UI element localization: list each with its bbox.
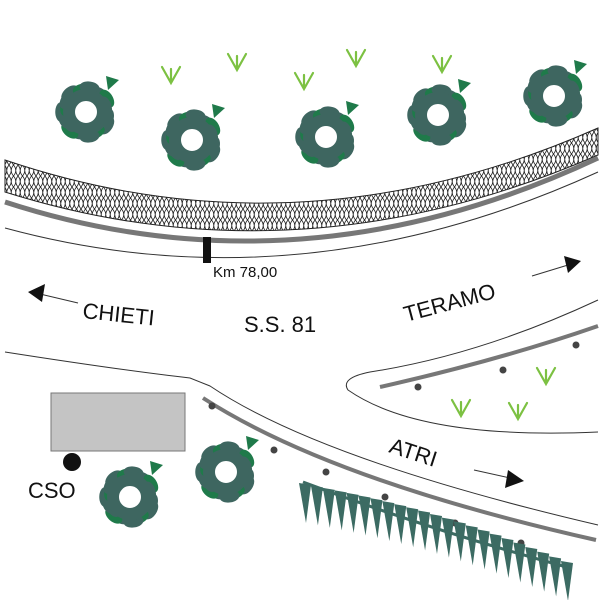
tree-icon [99,461,163,528]
tree-icon [55,76,119,143]
hedge-spike [549,556,562,597]
hedge-spike [310,485,323,526]
tree-icon [295,101,359,168]
arrow-right-atri [473,469,524,488]
hedge-spike [334,490,347,531]
building [50,392,186,452]
grass-icon [450,398,472,419]
hedge-spike [370,498,383,539]
direction-label-teramo: TERAMO [401,278,498,327]
guardrail-posts-island [414,341,580,391]
hedge-spike [561,561,573,600]
hedge-spike [299,483,311,523]
guardrail-island [379,324,599,389]
guardrail-atri [201,396,597,542]
direction-label-atri: ATRI [386,433,440,472]
grass-icon [293,71,315,92]
grass-icon [535,366,557,387]
tree-icon [523,60,587,127]
tree-icon [407,79,471,146]
direction-label-chieti: CHIETI [81,298,155,330]
grass-icon [507,401,529,422]
road-edge-top [4,171,599,259]
hedge-spike [501,538,514,579]
hedge [299,480,573,600]
cso-label: CSO [28,478,76,503]
hedge-spike [394,504,407,545]
hedge-spike [418,510,431,551]
hedge-spike [537,551,550,592]
traffic-island [345,299,599,434]
hedge-spike [525,547,538,588]
hedge-spike [489,533,502,574]
tree-icon [195,436,259,503]
net-fence [4,127,599,232]
km-marker-post [203,237,211,263]
hedge-spike [453,521,466,562]
cso-point [63,453,81,471]
hedge-spike [513,542,526,583]
road-edge-lower [4,351,599,526]
grass-icon [345,48,367,69]
km-marker-label: Km 78,00 [213,264,277,281]
tree-icon [161,104,225,171]
road-name-label: S.S. 81 [244,312,316,337]
arrow-left-chieti [28,284,79,304]
hedge-spike [382,501,395,542]
hedge-spike [430,514,442,554]
hedge-spike [322,487,335,528]
grass-icon [160,65,182,86]
arrow-right-teramo [531,256,581,277]
hedge-spike [465,525,478,566]
hedge-spike [477,529,490,570]
grass-icon [431,54,453,75]
hedge-base [302,480,571,570]
hedge-spike [406,507,419,548]
grass-icon [226,52,248,73]
guardrail-top [4,155,600,244]
hedge-spike [441,517,454,558]
